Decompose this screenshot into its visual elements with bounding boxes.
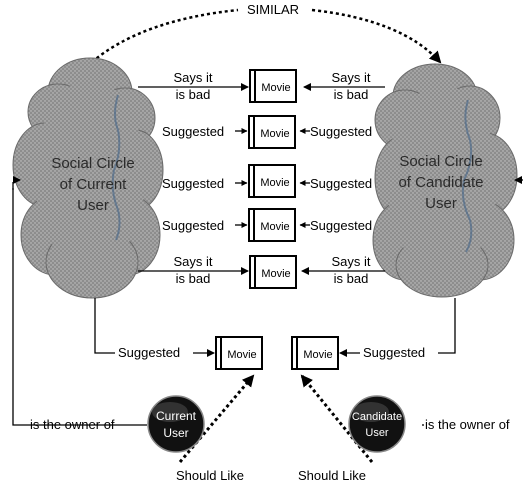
row-1: Says it is bad Says it is bad Movie xyxy=(138,69,385,103)
social-circle-candidate-user-cloud: Social Circle of Candidate User xyxy=(372,63,518,298)
row-5-right-line1: Says it xyxy=(331,254,370,269)
candidate-user-node: Candidate User xyxy=(348,395,406,453)
candidate-user-line2: User xyxy=(365,427,389,439)
row-3-right-label: Suggested xyxy=(310,176,372,191)
row-5-left-line2: is bad xyxy=(176,271,211,286)
row-4: Suggested Suggested Movie xyxy=(162,208,372,242)
row-3-left-label: Suggested xyxy=(162,176,224,191)
row-1-right-line2: is bad xyxy=(334,87,369,102)
movie-box-1: Movie xyxy=(249,69,297,103)
movie-box-3: Movie xyxy=(248,164,296,198)
movie-label-5: Movie xyxy=(261,268,290,280)
row-3: Suggested Suggested Movie xyxy=(162,164,372,198)
owner-connectors: is the owner of is the owner of xyxy=(12,176,523,432)
row-1-right-line1: Says it xyxy=(331,70,370,85)
row-4-left-label: Suggested xyxy=(162,218,224,233)
row-5: Says it is bad Says it is bad Movie xyxy=(138,254,385,289)
bottom-suggestions: Suggested Movie Suggested Movie xyxy=(94,298,456,370)
cloud-right-line2: of Candidate xyxy=(398,174,483,191)
row-2-left-label: Suggested xyxy=(162,124,224,139)
movie-box-5: Movie xyxy=(249,255,297,289)
cloud-right-line3: User xyxy=(425,195,457,212)
movie-box-bottom-right: Movie xyxy=(291,336,339,370)
cloud-left-line2: of Current xyxy=(60,176,128,193)
row-1-left-line2: is bad xyxy=(176,87,211,102)
movie-label-1: Movie xyxy=(261,82,290,94)
should-like-left-label: Should Like xyxy=(176,468,244,483)
movie-label-bottom-left: Movie xyxy=(227,349,256,361)
row-5-right-line2: is bad xyxy=(334,271,369,286)
cloud-left-line1: Social Circle xyxy=(51,155,134,172)
social-circle-current-user-cloud: Social Circle of Current User xyxy=(12,57,164,299)
row-4-right-label: Suggested xyxy=(310,218,372,233)
cloud-left-line3: User xyxy=(77,197,109,214)
row-2: Suggested Suggested Movie xyxy=(162,115,372,149)
row-5-left-line1: Says it xyxy=(173,254,212,269)
movie-box-bottom-left: Movie xyxy=(215,336,263,370)
similar-label: SIMILAR xyxy=(247,2,299,17)
movie-label-bottom-right: Movie xyxy=(303,349,332,361)
current-user-line1: Current xyxy=(156,409,197,423)
should-like-right-label: Should Like xyxy=(298,468,366,483)
movie-box-4: Movie xyxy=(248,208,296,242)
movie-label-4: Movie xyxy=(260,221,289,233)
movie-label-3: Movie xyxy=(260,177,289,189)
movie-label-2: Movie xyxy=(260,128,289,140)
bottom-left-suggested: Suggested xyxy=(118,345,180,360)
cloud-right-line1: Social Circle xyxy=(399,153,482,170)
similar-connector: SIMILAR xyxy=(80,2,442,74)
current-user-node: Current User xyxy=(147,395,205,453)
row-2-right-label: Suggested xyxy=(310,124,372,139)
movie-box-2: Movie xyxy=(248,115,296,149)
should-like-connectors xyxy=(178,374,374,463)
owner-left-label: is the owner of xyxy=(30,417,115,432)
row-1-left-line1: Says it xyxy=(173,70,212,85)
current-user-line2: User xyxy=(163,426,188,440)
owner-right-label: is the owner of xyxy=(425,417,510,432)
bottom-right-suggested: Suggested xyxy=(363,345,425,360)
candidate-user-line1: Candidate xyxy=(352,411,402,423)
